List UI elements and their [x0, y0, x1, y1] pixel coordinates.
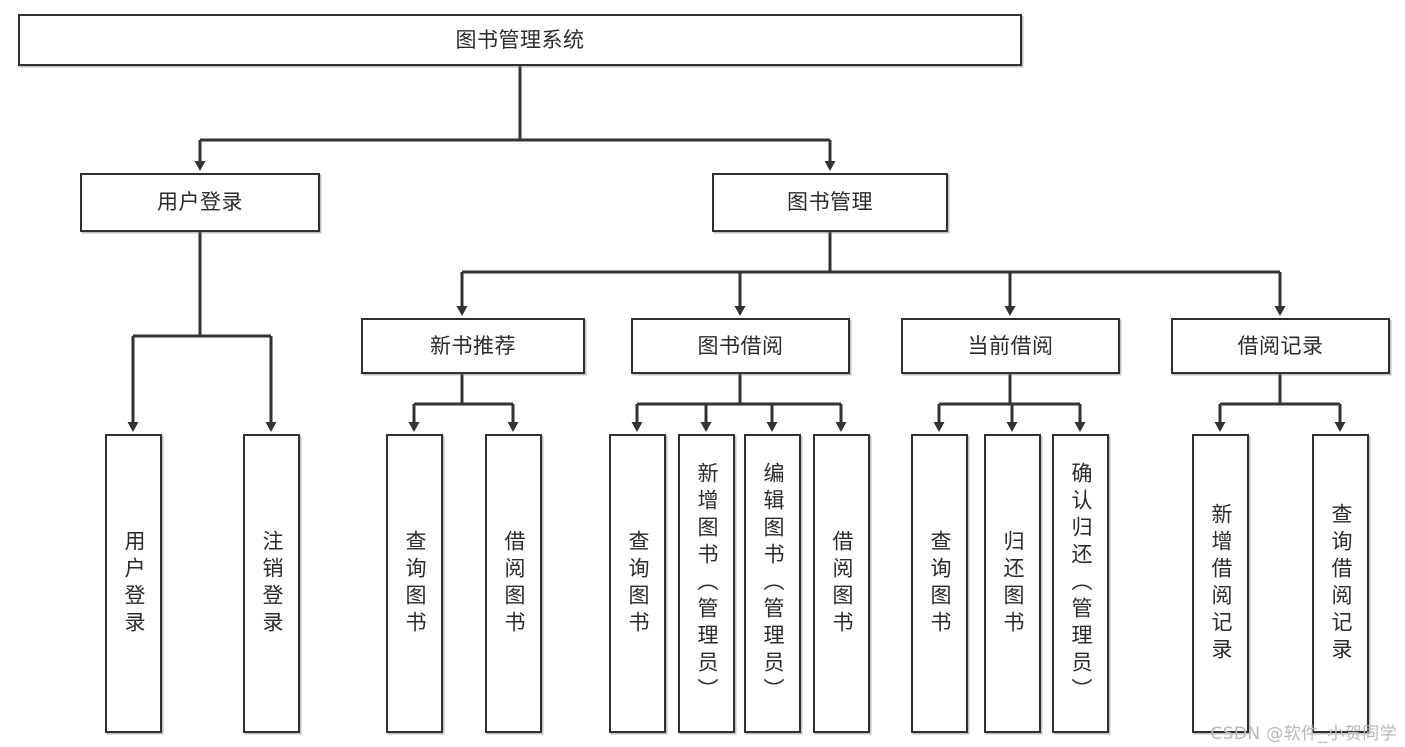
leaf-current-query-books[interactable]: 查询图书	[911, 434, 968, 733]
leaf-borrow-books[interactable]: 借阅图书	[813, 434, 870, 733]
node-book-management[interactable]: 图书管理	[712, 173, 948, 232]
leaf-user-login-label: 用户登录	[122, 529, 146, 638]
node-user-login[interactable]: 用户登录	[80, 173, 320, 232]
leaf-current-query-books-label: 查询图书	[928, 529, 952, 638]
node-new-book-recommend[interactable]: 新书推荐	[361, 318, 585, 374]
node-root-system-label: 图书管理系统	[455, 27, 585, 52]
leaf-add-book-admin-label: 新增图书（管理员）	[695, 462, 719, 705]
leaf-borrow-query-books[interactable]: 查询图书	[609, 434, 666, 733]
node-book-management-label: 图书管理	[787, 190, 873, 215]
leaf-confirm-return-admin-label: 确认归还（管理员）	[1069, 462, 1093, 705]
node-borrow-record[interactable]: 借阅记录	[1171, 318, 1390, 374]
leaf-query-borrow-record-label: 查询借阅记录	[1329, 502, 1353, 665]
node-new-book-recommend-label: 新书推荐	[430, 333, 516, 358]
node-user-login-label: 用户登录	[157, 190, 243, 215]
node-current-borrow-label: 当前借阅	[967, 333, 1054, 358]
node-book-borrow-label: 图书借阅	[697, 333, 784, 358]
leaf-edit-book-admin-label: 编辑图书（管理员）	[761, 462, 785, 705]
leaf-add-book-admin[interactable]: 新增图书（管理员）	[678, 434, 735, 733]
node-current-borrow[interactable]: 当前借阅	[901, 318, 1120, 374]
node-borrow-record-label: 借阅记录	[1237, 333, 1324, 358]
leaf-newbook-query-books[interactable]: 查询图书	[386, 434, 443, 733]
leaf-return-books[interactable]: 归还图书	[984, 434, 1041, 733]
leaf-add-borrow-record[interactable]: 新增借阅记录	[1192, 434, 1249, 733]
leaf-borrow-books-label: 借阅图书	[830, 529, 854, 638]
leaf-newbook-borrow-books[interactable]: 借阅图书	[485, 434, 542, 733]
leaf-borrow-query-books-label: 查询图书	[626, 529, 650, 638]
leaf-user-login[interactable]: 用户登录	[105, 434, 162, 733]
node-book-borrow[interactable]: 图书借阅	[631, 318, 850, 374]
leaf-newbook-borrow-books-label: 借阅图书	[502, 529, 526, 638]
leaf-edit-book-admin[interactable]: 编辑图书（管理员）	[744, 434, 801, 733]
leaf-return-books-label: 归还图书	[1001, 529, 1025, 638]
leaf-add-borrow-record-label: 新增借阅记录	[1209, 502, 1233, 665]
csdn-watermark: CSDN @软件_小贺同学	[1210, 724, 1397, 744]
node-root-system[interactable]: 图书管理系统	[18, 14, 1022, 66]
leaf-logout-label: 注销登录	[260, 529, 284, 638]
leaf-logout[interactable]: 注销登录	[243, 434, 300, 733]
leaf-newbook-query-books-label: 查询图书	[403, 529, 427, 638]
leaf-confirm-return-admin[interactable]: 确认归还（管理员）	[1052, 434, 1109, 733]
leaf-query-borrow-record[interactable]: 查询借阅记录	[1312, 434, 1369, 733]
